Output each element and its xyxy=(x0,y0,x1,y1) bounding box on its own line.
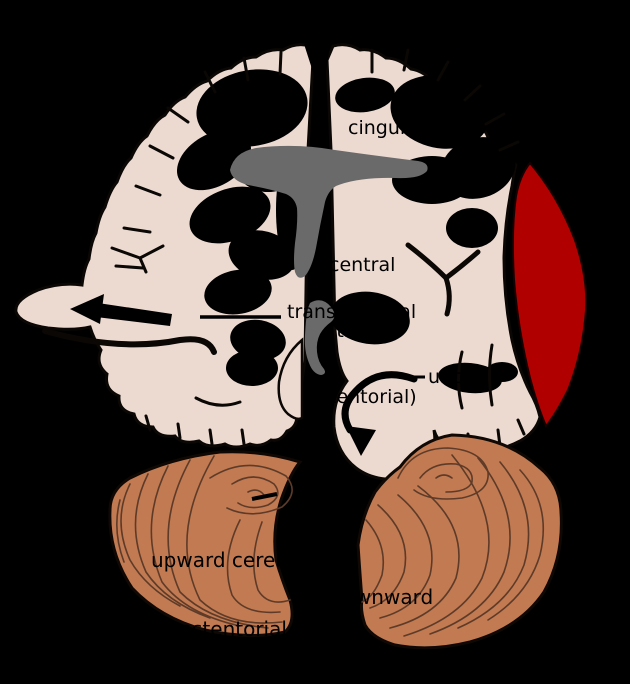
transcalvarial-arrow xyxy=(70,294,281,326)
right-white-matter-region xyxy=(330,75,518,394)
epidural-hematoma xyxy=(511,161,588,428)
label-central: central (trans- tentorial) xyxy=(329,210,417,452)
folia-left xyxy=(116,455,293,629)
label-cingulate: cingulate xyxy=(348,117,436,139)
label-upward-line2: transtentorial xyxy=(151,617,287,641)
label-upward-line1: upward cerebellar xyxy=(151,548,332,572)
label-uncal: uncal xyxy=(428,366,480,388)
sulci-left xyxy=(110,50,283,446)
right-temporal-y-sulcus xyxy=(405,242,481,317)
label-central-line3: tentorial) xyxy=(329,386,417,408)
third-ventricle-brainstem xyxy=(304,300,335,375)
interhemispheric-fissure xyxy=(304,44,330,100)
sulci-right xyxy=(370,48,526,452)
label-downward-cerebellar: downward cerebellar (tonsillar) xyxy=(330,540,532,684)
upward-label-pointer xyxy=(251,492,278,501)
uncal-arrow xyxy=(341,371,418,456)
label-downward-line2: cerebellar (tonsillar) xyxy=(330,654,533,678)
label-downward-line1: downward xyxy=(330,585,434,609)
label-upward-cerebellar: upward cerebellar transtentorial xyxy=(151,503,332,684)
left-medial-temporal-lobe xyxy=(277,337,304,421)
sulcus-below-bulge xyxy=(42,328,217,355)
label-central-line2: (trans- xyxy=(329,320,393,342)
label-central-line1: central xyxy=(329,254,396,276)
folia-right xyxy=(361,447,545,637)
lateral-ventricle xyxy=(230,145,428,278)
right-cerebellar-hemisphere xyxy=(356,433,563,650)
label-transcalvarial: transcalvarial xyxy=(287,301,417,323)
